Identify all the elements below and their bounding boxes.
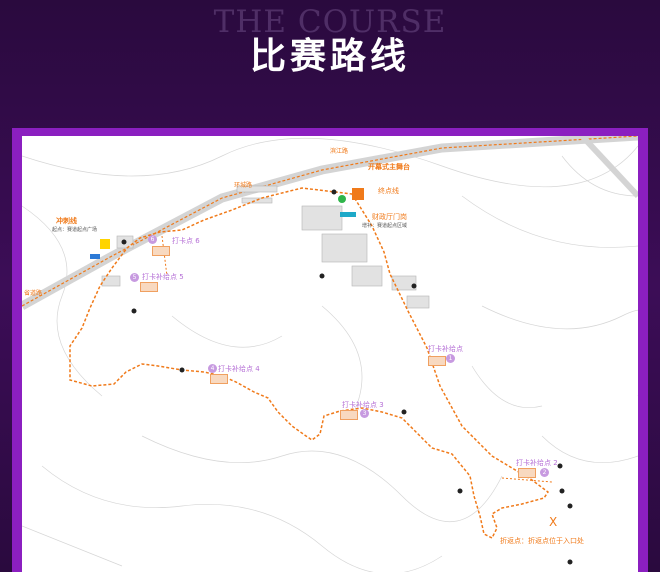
- gate-marker-icon: [340, 212, 356, 217]
- checkpoint-2-number: 2: [540, 468, 549, 477]
- checkpoint-2-box: [518, 468, 536, 478]
- turnaround-x-icon: X: [549, 515, 557, 529]
- checkpoint-2-label: 打卡补给点 2: [516, 459, 558, 467]
- checkpoint-3-label: 打卡补给点 3: [342, 401, 384, 409]
- side-highway: [579, 136, 638, 199]
- campus-buildings: [101, 185, 430, 309]
- road-label-2: 环城路: [234, 182, 253, 189]
- checkpoint-4-label: 打卡补给点 4: [218, 365, 260, 373]
- checkpoint-1-label: 打卡补给点: [428, 345, 463, 353]
- checkpoint-1-box: [428, 356, 446, 366]
- spur-route: [161, 235, 168, 277]
- course-map[interactable]: X 滨江路 环城路 省道路 开幕式主舞台 终点线 财政厅门岗 增补：赛道起点区域…: [22, 136, 638, 572]
- map-drawing: X: [22, 136, 638, 572]
- header-watermark: THE COURSE: [213, 4, 447, 40]
- start-line-marker-icon: [100, 239, 110, 249]
- checkpoint-5-box: [140, 282, 158, 292]
- gate-label: 财政厅门岗: [372, 213, 407, 221]
- turnaround-spur: [501, 477, 553, 483]
- finish-line-label: 终点线: [378, 187, 399, 195]
- start-stage-icon: [352, 188, 364, 200]
- course-route: [69, 187, 550, 540]
- road-label-1: 滨江路: [330, 148, 349, 155]
- page-title: 比赛路线: [249, 36, 410, 77]
- turnaround-label: 折返点：折返点位于入口处: [500, 537, 584, 545]
- checkpoint-3-number: 3: [360, 409, 369, 418]
- blue-marker-icon: [90, 254, 100, 259]
- checkpoint-6-label: 打卡点 6: [172, 237, 200, 245]
- start-line-label: 冲刺线: [56, 217, 77, 225]
- checkpoint-6-box: [152, 246, 170, 256]
- road-label-3: 省道路: [24, 290, 43, 297]
- start-stage-label: 开幕式主舞台: [368, 163, 410, 171]
- checkpoint-3-box: [340, 410, 358, 420]
- checkpoint-5-label: 打卡补给点 5: [142, 273, 184, 281]
- poi-dots: [121, 189, 573, 565]
- checkpoint-4-number: 4: [208, 364, 217, 373]
- green-marker-icon: [338, 195, 346, 203]
- terrain-contours: [22, 137, 638, 572]
- checkpoint-5-number: 5: [130, 273, 139, 282]
- start-line-sub-label: 起点：赛道起点广场: [52, 227, 98, 233]
- highway-route-line: [22, 136, 638, 307]
- checkpoint-6-number: 6: [148, 235, 157, 244]
- checkpoint-1-number: 1: [446, 354, 455, 363]
- gate-sub-label: 增补：赛道起点区域: [362, 223, 408, 229]
- checkpoint-4-box: [210, 374, 228, 384]
